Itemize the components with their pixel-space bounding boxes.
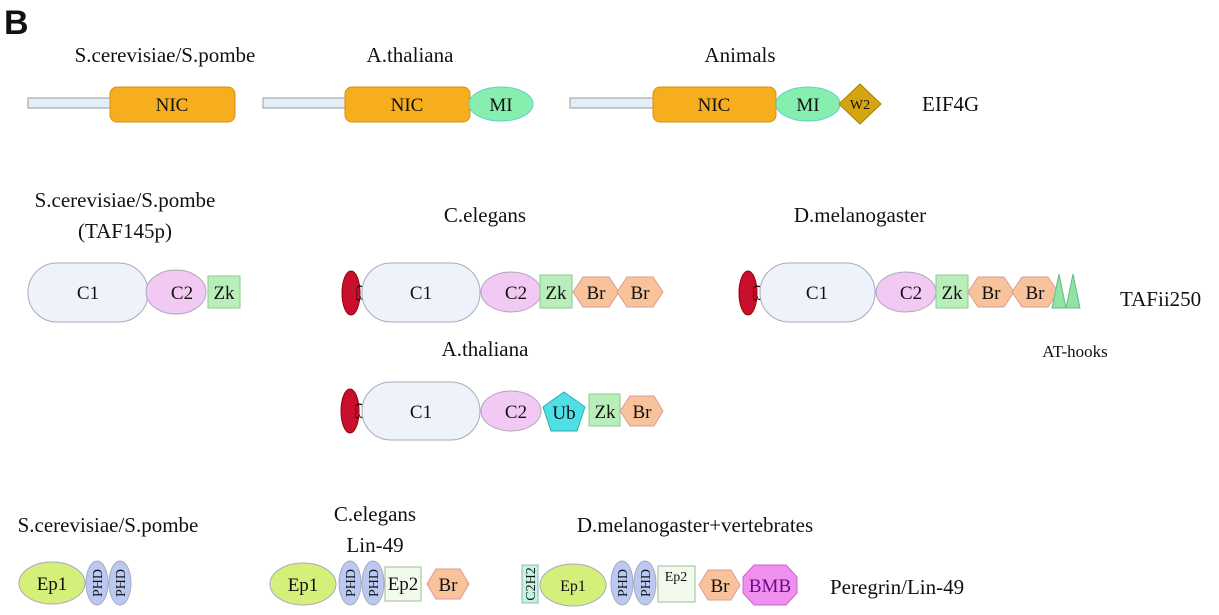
ep1-domain (269, 562, 337, 606)
c1-label: C1 (806, 283, 828, 304)
ep2-domain (657, 565, 696, 603)
at-hook (1051, 273, 1067, 309)
protein-name: Peregrin/Lin-49 (830, 575, 964, 599)
panel-label: B (4, 4, 29, 42)
c1-domain (361, 381, 481, 441)
phd-domain (610, 560, 634, 606)
phd-label: PHD (616, 569, 631, 597)
ub-label: Ub (552, 403, 575, 424)
species-sublabel: Lin-49 (346, 533, 403, 557)
phd-domain (361, 560, 385, 606)
c3-domain (340, 388, 360, 434)
c1-label: C1 (77, 283, 99, 304)
c1-domain (361, 262, 481, 323)
phd-label: PHD (367, 569, 382, 597)
phd-label: PHD (114, 569, 129, 597)
mi-domain (468, 86, 534, 122)
c1-label: C1 (410, 283, 432, 304)
ep1-label: Ep1 (560, 578, 586, 595)
species-label: C.elegans (444, 203, 526, 227)
linker-bar (27, 97, 111, 109)
c3-domain (738, 270, 758, 316)
ep1-domain (18, 561, 86, 605)
zk-domain (539, 274, 573, 309)
ep2-label: Ep2 (388, 574, 419, 595)
mi-label: MI (796, 95, 819, 116)
br-label: Br (439, 575, 459, 596)
species-label: Animals (704, 43, 775, 67)
mi-label: MI (489, 95, 512, 116)
c2-label: C2 (505, 402, 527, 423)
c2-domain (145, 269, 207, 315)
c2-domain (480, 390, 542, 432)
zk-label: Zk (545, 283, 567, 304)
br-label: Br (633, 402, 653, 423)
phd-label: PHD (91, 569, 106, 597)
zk-label: Zk (941, 283, 963, 304)
c2h2-label: C2H2 (524, 567, 539, 600)
phd-label: PHD (344, 569, 359, 597)
species-label: S.cerevisiae/S.pombe (35, 188, 216, 212)
bmb-domain (742, 564, 798, 606)
zk-label: Zk (594, 402, 616, 423)
ep1-domain (539, 563, 607, 607)
nic-label: NIC (698, 95, 731, 116)
zk-domain (207, 275, 241, 309)
c3-domain (341, 270, 361, 316)
c2-label: C2 (900, 283, 922, 304)
species-label: S.cerevisiae/S.pombe (75, 43, 256, 67)
br-domain (426, 568, 470, 600)
zk-label: Zk (213, 283, 235, 304)
phd-domain (633, 560, 657, 606)
br-label: Br (982, 283, 1002, 304)
peregrin-row: S.cerevisiae/S.pombe C.elegans Lin-49 D.… (18, 502, 964, 607)
ep2-label: Ep2 (665, 570, 688, 585)
c1-label: C1 (410, 402, 432, 423)
c2-label: C2 (505, 283, 527, 304)
c1-domain (759, 262, 876, 323)
br-label: Br (1026, 283, 1046, 304)
protein-name: TAFii250 (1120, 287, 1201, 311)
w2-domain (838, 83, 882, 125)
w2-label: W2 (850, 98, 870, 113)
ep2-domain (384, 566, 422, 602)
species-label: C.elegans (334, 502, 416, 526)
phd-domain (85, 560, 109, 606)
taf-row: S.cerevisiae/S.pombe (TAF145p) C.elegans… (27, 188, 1201, 441)
bmb-label: BMB (749, 576, 791, 597)
ub-domain (542, 391, 586, 432)
br-label: Br (587, 283, 607, 304)
br-label: Br (631, 283, 651, 304)
zk-domain (588, 393, 621, 427)
br-domain (616, 276, 664, 308)
phd-domain (338, 560, 362, 606)
phd-label: PHD (639, 569, 654, 597)
linker-bar (569, 97, 654, 109)
linker-bar (262, 97, 346, 109)
zk-domain (935, 274, 969, 309)
species-label: A.thaliana (367, 43, 455, 67)
ep1-label: Ep1 (288, 575, 319, 596)
br-domain (619, 395, 664, 427)
nic-label: NIC (391, 95, 424, 116)
at-hook (1065, 273, 1081, 309)
c2-label: C2 (171, 283, 193, 304)
br-domain (698, 569, 741, 601)
eif4g-row: S.cerevisiae/S.pombe A.thaliana Animals … (27, 43, 979, 125)
species-label: A.thaliana (442, 337, 530, 361)
species-label: D.melanogaster (794, 203, 926, 227)
species-label: S.cerevisiae/S.pombe (18, 513, 199, 537)
species-sublabel: (TAF145p) (78, 219, 172, 243)
nic-domain (109, 86, 236, 123)
br-label: Br (711, 576, 731, 597)
nic-label: NIC (156, 95, 189, 116)
c2h2-domain (521, 564, 539, 604)
species-label: D.melanogaster+vertebrates (577, 513, 813, 537)
ep1-label: Ep1 (37, 574, 68, 595)
protein-name: EIF4G (922, 92, 979, 116)
at-hooks-label: AT-hooks (1042, 342, 1108, 361)
phd-domain (108, 560, 132, 606)
